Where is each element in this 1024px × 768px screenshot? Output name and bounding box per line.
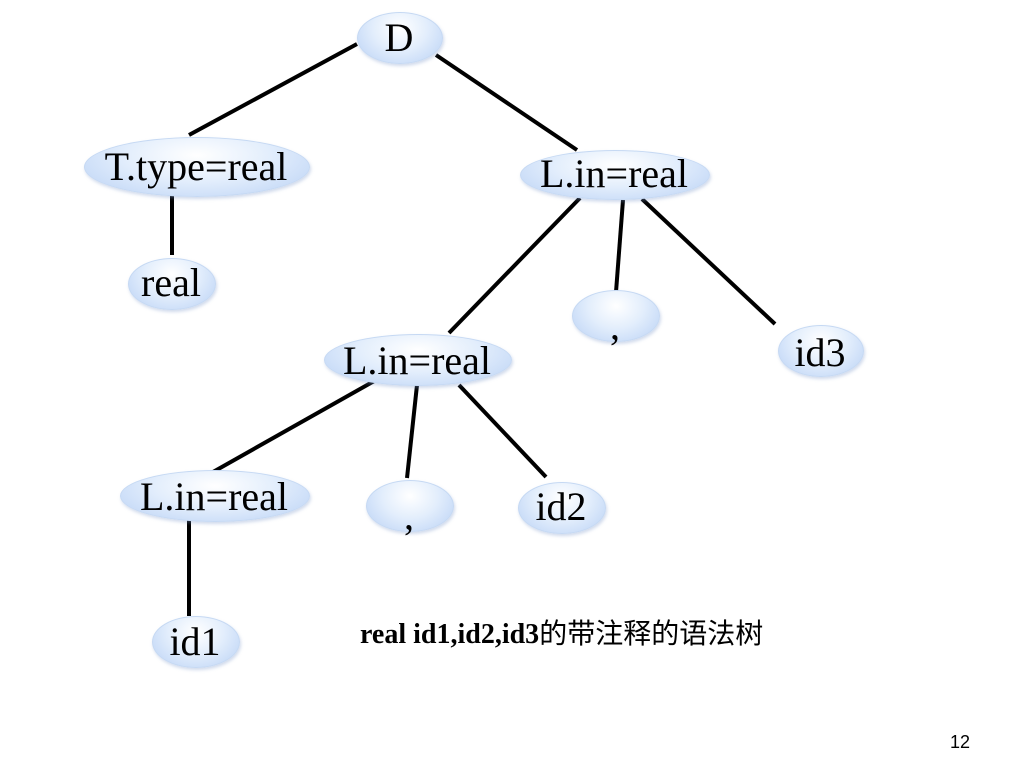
diagram-caption: real id1,id2,id3的带注释的语法树 [360, 616, 763, 653]
page-number: 12 [949, 732, 970, 752]
tree-node-label-lin3: L.in=real [139, 474, 289, 519]
tree-node-label-id1: id1 [169, 619, 221, 664]
tree-node-label-id3: id3 [794, 330, 846, 375]
edge-lin1-comma1 [614, 199, 625, 293]
tree-node-lin2 [324, 334, 512, 386]
tree-node-label-type: T.type=real [104, 144, 288, 189]
tree-node-label-id2: id2 [535, 484, 587, 529]
edge-d-type [188, 42, 358, 137]
caption-cjk: 的带注释的语法树 [539, 617, 764, 650]
tree-node-comma2 [366, 480, 454, 532]
tree-node-label-real: real [141, 260, 201, 305]
tree-node-label-d: D [384, 15, 414, 60]
tree-node-real [128, 258, 216, 310]
tree-node-label-comma1: , [610, 303, 620, 348]
tree-node-id1 [152, 616, 240, 668]
edge-lin2-id2 [457, 383, 548, 479]
edge-d-lin1 [434, 53, 579, 152]
tree-node-id3 [778, 325, 864, 377]
tree-node-label-lin2: L.in=real [342, 338, 492, 383]
tree-node-label-lin1: L.in=real [539, 151, 689, 196]
tree-node-label-comma2: , [404, 493, 414, 538]
caption-latin: real id1,id2,id3 [360, 619, 540, 650]
tree-node-lin3 [120, 470, 310, 522]
edge-lin1-id3 [640, 197, 777, 326]
tree-node-comma1 [572, 290, 660, 342]
edge-lin1-lin2 [447, 196, 582, 335]
tree-node-lin1 [520, 150, 710, 200]
edge-lin2-comma2 [405, 384, 419, 479]
tree-node-d [357, 12, 443, 64]
edge-lin2-lin3 [212, 378, 377, 474]
tree-node-id2 [518, 482, 606, 534]
tree-node-type [84, 137, 310, 197]
